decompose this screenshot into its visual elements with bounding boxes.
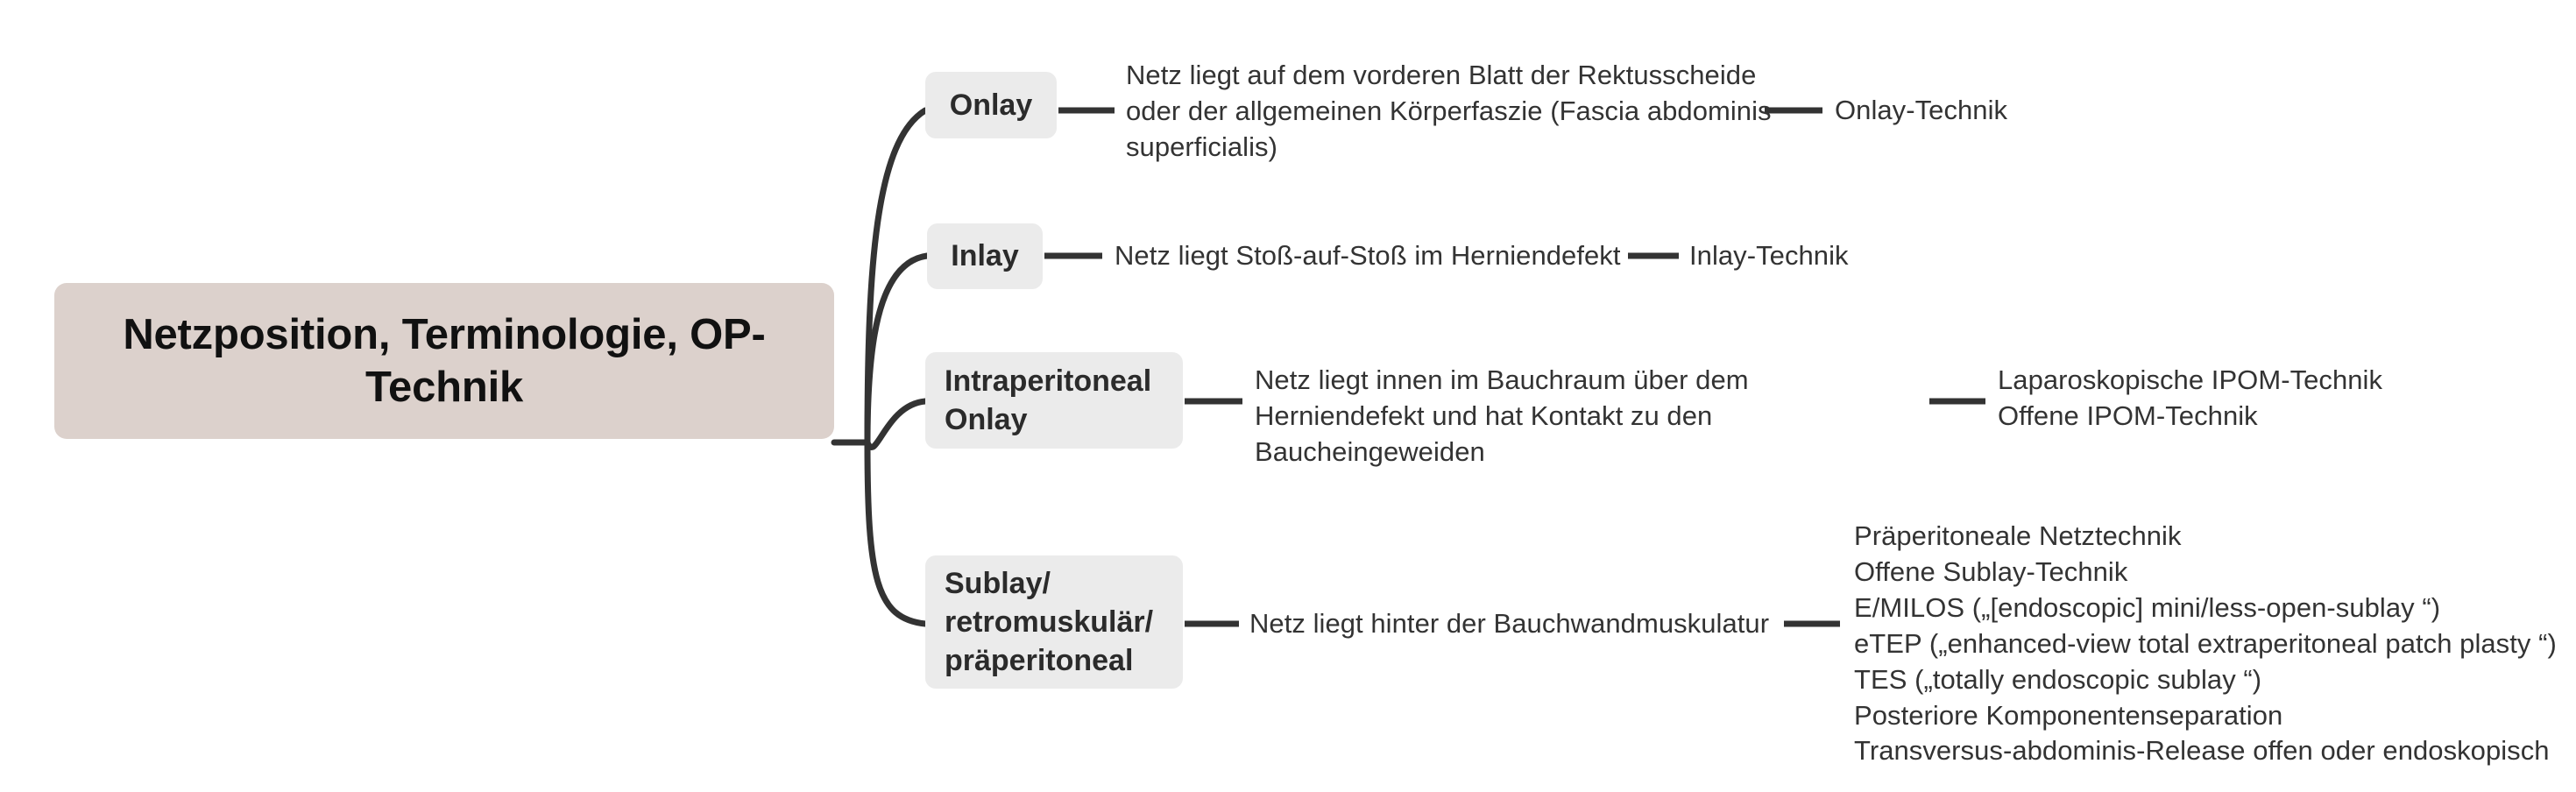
branch-node-intraperitoneal-onlay[interactable]: Intraperitoneal Onlay bbox=[925, 352, 1183, 449]
description-sublay: Netz liegt hinter der Bauchwandmuskulatu… bbox=[1249, 608, 1770, 639]
root-node[interactable]: Netzposition, Terminologie, OP-Technik bbox=[54, 283, 834, 439]
branch-node-intraperitoneal-onlay-label: Intraperitoneal Onlay bbox=[945, 364, 1152, 436]
description-onlay: Netz liegt auf dem vorderen Blatt der Re… bbox=[1126, 60, 1772, 162]
edge-root-intraperitoneal bbox=[864, 398, 929, 450]
branch-node-sublay[interactable]: Sublay/ retromuskulär/ präperitoneal bbox=[925, 555, 1183, 689]
technique-sublay: Präperitoneale Netztechnik Offene Sublay… bbox=[1854, 520, 2557, 767]
edge-root-inlay bbox=[864, 252, 931, 446]
branch-node-onlay-label: Onlay bbox=[949, 88, 1033, 122]
technique-inlay: Inlay-Technik bbox=[1689, 240, 1849, 271]
technique-onlay: Onlay-Technik bbox=[1835, 95, 2008, 125]
branch-node-inlay[interactable]: Inlay bbox=[927, 223, 1043, 289]
description-intraperitoneal-onlay: Netz liegt innen im Bauchraum über dem H… bbox=[1255, 364, 1749, 467]
technique-intraperitoneal-onlay: Laparoskopische IPOM-Technik Offene IPOM… bbox=[1998, 364, 2383, 431]
branch-node-sublay-label: Sublay/ retromuskulär/ präperitoneal bbox=[945, 566, 1154, 678]
edge-root-sublay bbox=[864, 439, 929, 627]
branch-node-onlay[interactable]: Onlay bbox=[925, 72, 1057, 138]
edge-root-onlay bbox=[864, 107, 929, 446]
root-node-label: Netzposition, Terminologie, OP-Technik bbox=[123, 310, 766, 411]
branch-node-inlay-label: Inlay bbox=[951, 239, 1019, 273]
description-inlay: Netz liegt Stoß-auf-Stoß im Herniendefek… bbox=[1115, 240, 1621, 271]
